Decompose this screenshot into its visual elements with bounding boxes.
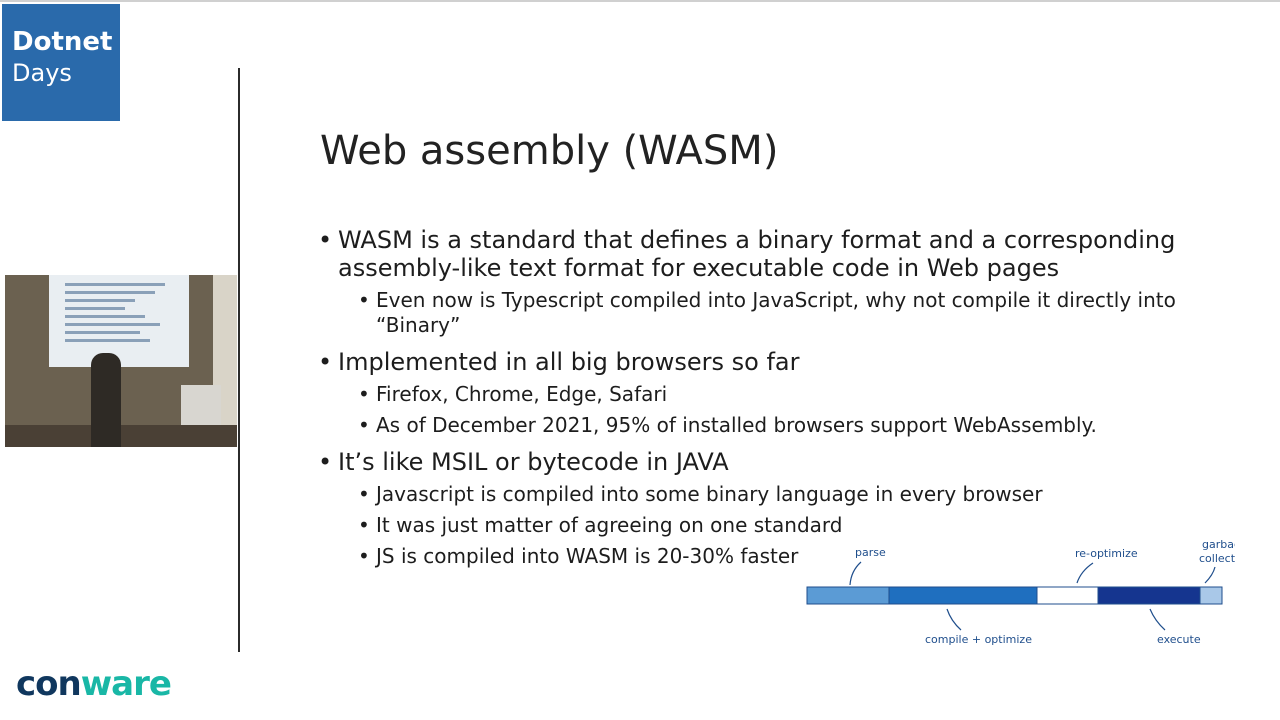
speaker-video bbox=[5, 275, 237, 447]
logo-text-line2: Days bbox=[12, 59, 72, 87]
sub-bullet-item: •JS is compiled into WASM is 20-30% fast… bbox=[358, 544, 799, 568]
arrow-parse bbox=[849, 561, 862, 586]
sub-bullet-text: It was just matter of agreeing on one st… bbox=[376, 513, 843, 537]
label-execute: execute bbox=[1157, 633, 1201, 646]
sub-bullet-item: •As of December 2021, 95% of installed b… bbox=[358, 413, 1097, 437]
sub-bullet-text: JS is compiled into WASM is 20-30% faste… bbox=[376, 544, 799, 568]
logo-part-con: con bbox=[16, 664, 82, 704]
segment-gc bbox=[1199, 586, 1223, 605]
speaker-figure bbox=[91, 353, 121, 447]
arrow-compile bbox=[946, 608, 962, 631]
arrow-reoptimize bbox=[1076, 562, 1094, 584]
slide-title: Web assembly (WASM) bbox=[320, 128, 779, 174]
segment-parse bbox=[806, 586, 890, 605]
sub-bullet-item: •Even now is Typescript compiled into Ja… bbox=[358, 288, 1176, 337]
vertical-divider bbox=[238, 68, 240, 652]
label-reoptimize: re-optimize bbox=[1075, 547, 1138, 560]
sub-bullet-text: Even now is Typescript compiled into Jav… bbox=[376, 288, 1176, 337]
sub-bullet-item: •It was just matter of agreeing on one s… bbox=[358, 513, 843, 537]
bullet-item: •WASM is a standard that defines a binar… bbox=[318, 226, 1176, 282]
bullet-list: •WASM is a standard that defines a binar… bbox=[318, 226, 1208, 569]
sub-bullet-item: •Firefox, Chrome, Edge, Safari bbox=[358, 382, 668, 406]
segment-reoptimize bbox=[1036, 586, 1099, 605]
label-parse: parse bbox=[855, 546, 886, 559]
label-collection: collection bbox=[1199, 552, 1235, 565]
logo-part-ware: ware bbox=[80, 664, 172, 704]
sub-bullet-text: As of December 2021, 95% of installed br… bbox=[376, 413, 1097, 437]
segment-compile bbox=[888, 586, 1038, 605]
sub-bullet-text: Firefox, Chrome, Edge, Safari bbox=[376, 382, 668, 406]
bullet-text: Implemented in all big browsers so far bbox=[338, 348, 800, 376]
dotnet-days-logo: Dotnet Days bbox=[2, 4, 120, 121]
logo-text-line1: Dotnet bbox=[12, 27, 113, 57]
segment-execute bbox=[1097, 586, 1201, 605]
projected-screen bbox=[49, 275, 189, 367]
arrow-execute bbox=[1149, 608, 1166, 631]
label-garbage: garbage bbox=[1202, 538, 1235, 551]
bullet-text: It’s like MSIL or bytecode in JAVA bbox=[338, 448, 729, 476]
top-border bbox=[0, 0, 1280, 2]
sub-bullet-item: •Javascript is compiled into some binary… bbox=[358, 482, 1043, 506]
arrow-garbage bbox=[1204, 566, 1216, 584]
wasm-pipeline-diagram: parse re-optimize garbage collection com… bbox=[806, 538, 1235, 646]
bullet-text: WASM is a standard that defines a binary… bbox=[338, 226, 1176, 282]
label-compile-optimize: compile + optimize bbox=[925, 633, 1032, 646]
conware-logo: conware bbox=[16, 664, 172, 704]
sub-bullet-text: Javascript is compiled into some binary … bbox=[376, 482, 1043, 506]
bullet-item: •Implemented in all big browsers so far bbox=[318, 348, 800, 376]
bullet-item: •It’s like MSIL or bytecode in JAVA bbox=[318, 448, 729, 476]
